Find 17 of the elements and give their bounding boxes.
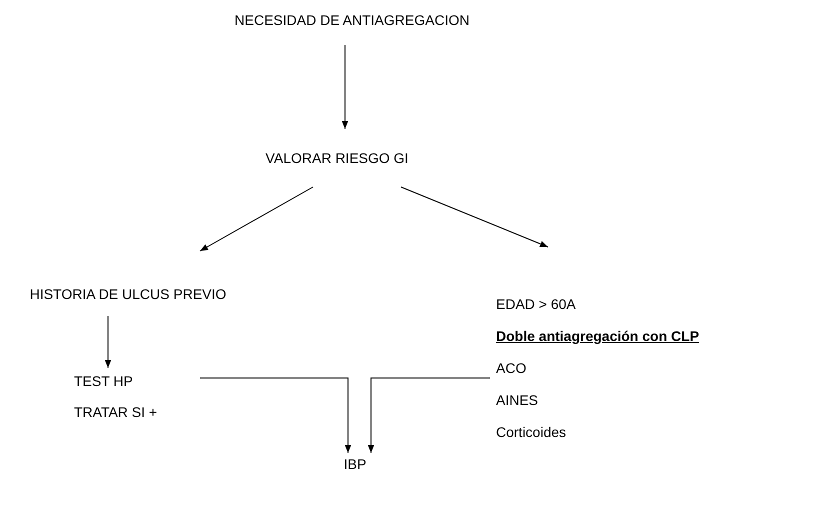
list-item: EDAD > 60A — [496, 296, 576, 312]
node-label: NECESIDAD DE ANTIAGREGACION — [234, 12, 470, 28]
list-item: TRATAR SI + — [74, 404, 158, 420]
list-item: Doble antiagregación con CLP — [496, 328, 700, 344]
node-label: VALORAR RIESGO GI — [266, 150, 408, 166]
arrow — [104, 316, 112, 368]
node-label: IBP — [344, 456, 366, 472]
arrow — [200, 378, 352, 454]
arrow — [368, 378, 490, 454]
list-item: Corticoides — [496, 424, 566, 440]
list-item: AINES — [496, 392, 538, 408]
arrow — [400, 186, 548, 248]
node-label: HISTORIA DE ULCUS PREVIO — [30, 286, 226, 302]
arrow — [200, 186, 314, 252]
list-item: ACO — [496, 360, 526, 376]
arrow — [342, 44, 348, 130]
list-item: TEST HP — [74, 373, 133, 389]
